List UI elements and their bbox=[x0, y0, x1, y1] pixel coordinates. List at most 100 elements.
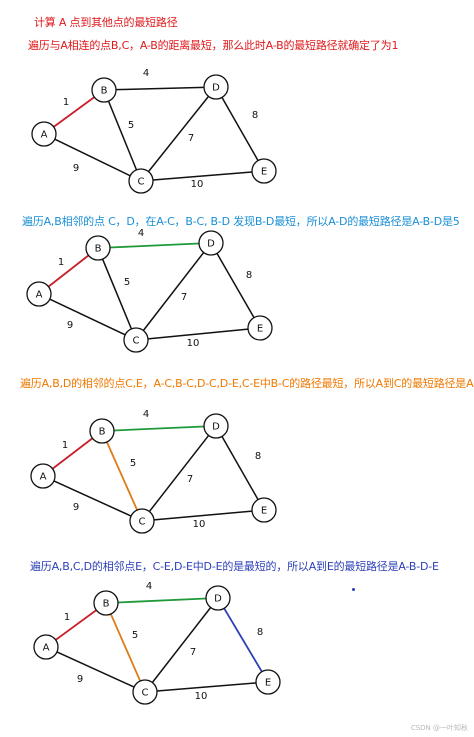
weight-label-c-d: 7 bbox=[188, 133, 194, 144]
weight-label-a-b: 1 bbox=[63, 97, 69, 108]
node-b: B bbox=[93, 590, 119, 616]
weight-label-d-e: 8 bbox=[252, 110, 258, 121]
node-label: C bbox=[138, 177, 145, 188]
edge-a-b bbox=[53, 96, 95, 128]
node-label: B bbox=[103, 599, 110, 610]
graph-panel-2: 1 9 5 4 7 10 8A B C D E bbox=[26, 228, 273, 353]
edge-d-e bbox=[221, 97, 259, 161]
weight-label-d-e: 8 bbox=[257, 627, 263, 638]
edge-c-e bbox=[153, 510, 253, 521]
step-4-caption: 遍历A,B,C,D的相邻点E，C-E,D-E中D-E的是最短的，所以A到E的最短… bbox=[30, 560, 439, 573]
step-2-caption: 遍历A,B相邻的点 C，D，在A-C，B-C, B-D 发现B-D最短，所以A-… bbox=[22, 215, 460, 228]
edge-d-e bbox=[216, 253, 255, 318]
weight-label-c-e: 10 bbox=[195, 691, 208, 702]
edge-a-c bbox=[54, 138, 131, 177]
weight-label-a-c: 9 bbox=[73, 502, 79, 513]
weight-label-b-c: 5 bbox=[124, 277, 130, 288]
node-e: E bbox=[251, 158, 277, 184]
node-label: D bbox=[207, 239, 215, 250]
weight-label-a-c: 9 bbox=[77, 674, 83, 685]
step-1-caption: 遍历与A相连的点B,C，A-B的距离最短，那么此时A-B的最短路径就确定了为1 bbox=[28, 39, 399, 52]
edge-a-c bbox=[49, 298, 126, 336]
edge-a-b bbox=[47, 254, 90, 288]
edge-c-e bbox=[152, 171, 253, 181]
edge-b-d bbox=[109, 242, 200, 249]
edge-c-d bbox=[147, 95, 210, 173]
node-c: C bbox=[123, 327, 149, 353]
node-a: A bbox=[30, 463, 56, 489]
edge-b-c bbox=[109, 613, 142, 682]
edge-c-e bbox=[147, 328, 249, 340]
weight-label-a-c: 9 bbox=[67, 320, 73, 331]
node-b: B bbox=[91, 77, 117, 103]
edge-a-c bbox=[56, 651, 135, 688]
weight-label-b-d: 4 bbox=[143, 409, 149, 420]
edge-c-d bbox=[142, 252, 205, 331]
node-label: B bbox=[95, 244, 102, 255]
node-e: E bbox=[255, 669, 281, 695]
node-label: A bbox=[41, 130, 48, 141]
edge-b-d bbox=[117, 597, 207, 604]
weight-label-a-b: 1 bbox=[58, 257, 64, 268]
weight-label-c-d: 7 bbox=[187, 474, 193, 485]
node-d: D bbox=[205, 585, 231, 611]
weight-label-c-e: 10 bbox=[193, 519, 206, 530]
node-a: A bbox=[33, 634, 59, 660]
node-label: B bbox=[99, 427, 106, 438]
node-e: E bbox=[251, 497, 277, 523]
edge-d-e bbox=[223, 607, 263, 673]
node-label: A bbox=[40, 472, 47, 483]
weight-label-c-e: 10 bbox=[191, 179, 204, 190]
node-a: A bbox=[26, 281, 52, 307]
node-d: D bbox=[198, 230, 224, 256]
node-label: E bbox=[261, 167, 267, 178]
node-b: B bbox=[85, 235, 111, 261]
weight-label-a-b: 1 bbox=[64, 612, 70, 623]
weight-label-b-c: 5 bbox=[128, 120, 134, 131]
edge-a-c bbox=[53, 480, 132, 517]
stray-dot bbox=[352, 588, 355, 591]
edge-b-c bbox=[107, 100, 138, 171]
weight-label-c-d: 7 bbox=[181, 292, 187, 303]
node-c: C bbox=[129, 508, 155, 534]
node-label: D bbox=[214, 594, 222, 605]
node-label: C bbox=[139, 517, 146, 528]
node-d: D bbox=[203, 74, 229, 100]
node-d: D bbox=[203, 413, 229, 439]
edge-b-d bbox=[113, 425, 205, 432]
node-label: D bbox=[212, 83, 220, 94]
edge-a-b bbox=[51, 437, 94, 470]
edge-b-c bbox=[106, 441, 138, 511]
weight-label-b-c: 5 bbox=[130, 458, 136, 469]
node-label: E bbox=[261, 506, 267, 517]
weight-label-b-d: 4 bbox=[138, 228, 144, 239]
edge-d-e bbox=[221, 436, 259, 500]
edge-b-d bbox=[115, 86, 205, 91]
weight-label-c-d: 7 bbox=[190, 647, 196, 658]
weight-label-a-b: 1 bbox=[62, 440, 68, 451]
node-label: B bbox=[101, 86, 108, 97]
node-label: E bbox=[265, 678, 271, 689]
edge-c-e bbox=[156, 682, 257, 692]
node-c: C bbox=[128, 168, 154, 194]
node-label: C bbox=[142, 688, 149, 699]
node-c: C bbox=[132, 679, 158, 705]
weight-label-c-e: 10 bbox=[187, 338, 200, 349]
page-title: 计算 A 点到其他点的最短路径 bbox=[34, 16, 178, 29]
edge-c-d bbox=[151, 607, 212, 683]
step-3-caption: 遍历A,B,D的相邻的点C,E，A-C,B-C,D-C,D-E,C-E中B-C的… bbox=[20, 377, 474, 390]
node-label: D bbox=[212, 422, 220, 433]
watermark: CSDN @一叶知秋 bbox=[410, 724, 468, 732]
edge-a-b bbox=[55, 609, 97, 641]
node-e: E bbox=[247, 315, 273, 341]
weight-label-d-e: 8 bbox=[246, 270, 252, 281]
edge-c-d bbox=[148, 435, 210, 512]
node-b: B bbox=[89, 418, 115, 444]
node-label: A bbox=[43, 643, 50, 654]
node-a: A bbox=[31, 121, 57, 147]
weight-label-b-d: 4 bbox=[143, 68, 149, 79]
node-label: C bbox=[133, 336, 140, 347]
